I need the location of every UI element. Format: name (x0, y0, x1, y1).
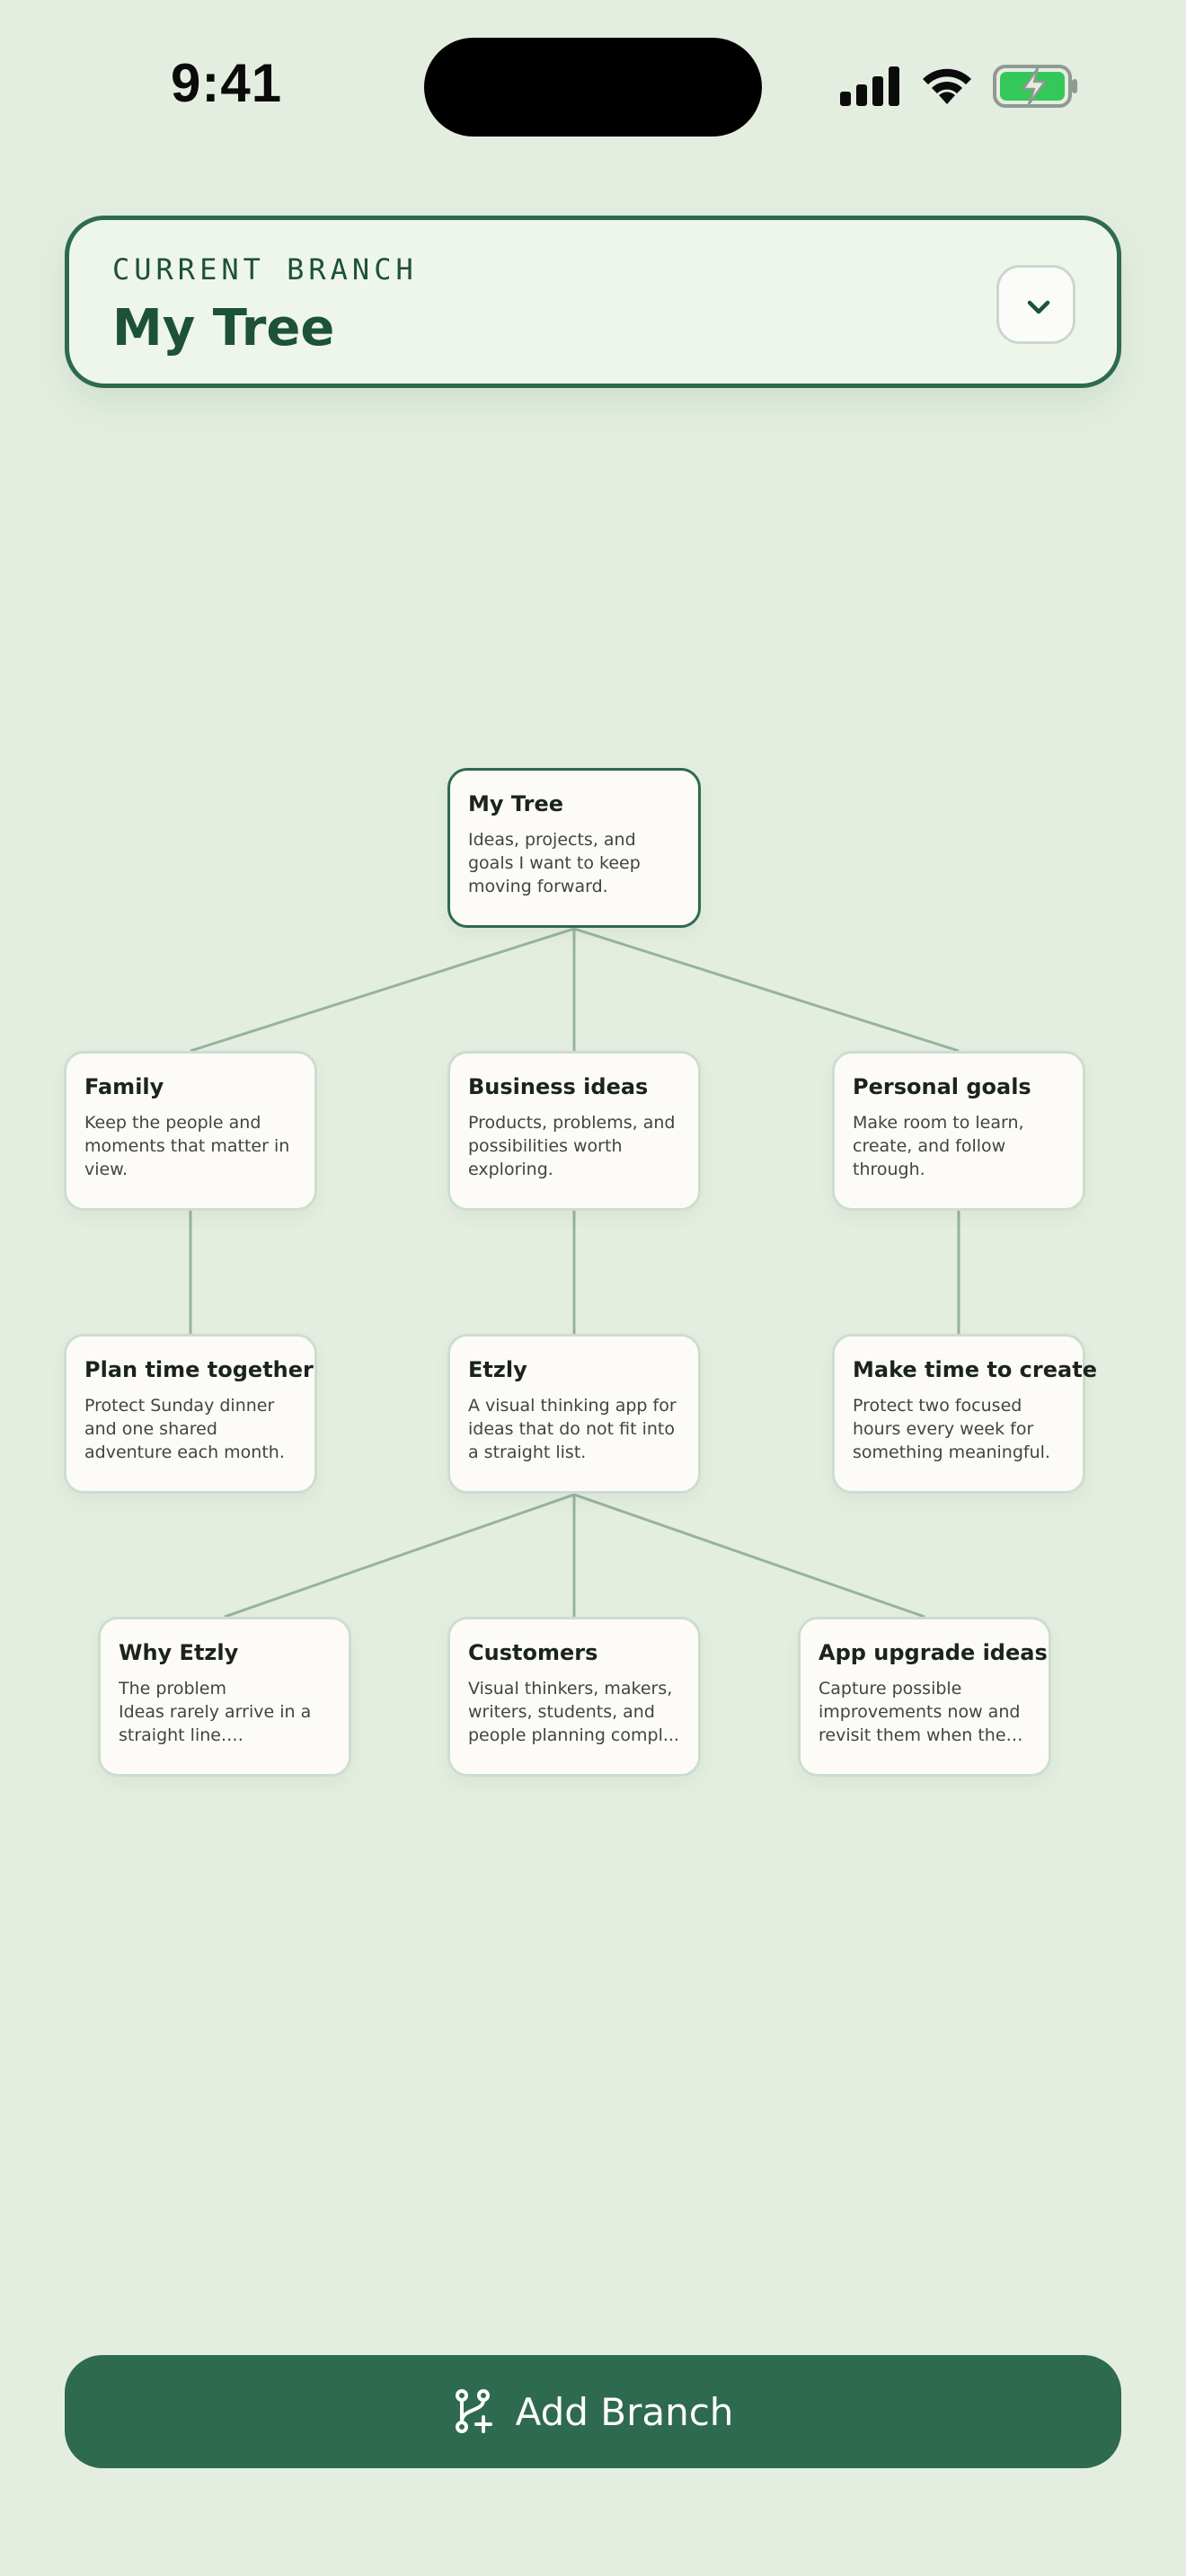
node-title: Etzly (468, 1357, 527, 1382)
tree-node-etzly[interactable]: Etzly A visual thinking app for ideas th… (447, 1334, 701, 1494)
node-description: Ideas, projects, and goals I want to kee… (468, 830, 641, 896)
tree-node-personal-goals[interactable]: Personal goals Make room to learn, creat… (832, 1051, 1085, 1211)
tree-node-my-tree[interactable]: My Tree Ideas, projects, and goals I wan… (447, 768, 701, 928)
chevron-down-icon (1027, 300, 1050, 314)
node-title: Make time to create (853, 1357, 1097, 1382)
branch-add-icon (455, 2389, 492, 2433)
node-title: Customers (468, 1640, 598, 1665)
node-title: Personal goals (853, 1074, 1031, 1099)
node-description: The problem Ideas rarely arrive in a str… (119, 1679, 312, 1745)
node-title: My Tree (468, 791, 564, 816)
node-title: Why Etzly (119, 1640, 239, 1665)
connector-root-family (190, 927, 575, 1053)
connector-etzly-why (224, 1493, 575, 1619)
node-title: App upgrade ideas (819, 1640, 1048, 1665)
add-branch-button[interactable]: Add Branch (65, 2355, 1121, 2468)
signal-icon (840, 66, 899, 106)
node-title: Plan time together (84, 1357, 314, 1382)
tree-node-plan-time-together[interactable]: Plan time together Protect Sunday dinner… (64, 1334, 317, 1494)
battery-charging-icon (993, 65, 1077, 108)
tree-node-app-upgrade-ideas[interactable]: App upgrade ideas Capture possible impro… (798, 1617, 1051, 1777)
node-description: Make room to learn, create, and follow t… (853, 1113, 1024, 1179)
node-description: Protect two focused hours every week for… (853, 1396, 1050, 1462)
wifi-icon (923, 68, 971, 104)
current-branch-title: My Tree (112, 299, 335, 357)
node-description: Protect Sunday dinner and one shared adv… (84, 1396, 285, 1462)
node-description: Keep the people and moments that matter … (84, 1113, 290, 1179)
tree-node-why-etzly[interactable]: Why Etzly The problem Ideas rarely arriv… (98, 1617, 351, 1777)
connector-root-personal (573, 927, 960, 1053)
node-description: Visual thinkers, makers, writers, studen… (468, 1679, 679, 1745)
node-title: Family (84, 1074, 164, 1099)
current-branch-card[interactable]: CURRENT BRANCH My Tree (65, 216, 1121, 388)
node-title: Business ideas (468, 1074, 649, 1099)
connector-etzly-upgrade (573, 1493, 925, 1619)
status-time: 9:41 (171, 53, 283, 113)
tree-node-business-ideas[interactable]: Business ideas Products, problems, and p… (447, 1051, 701, 1211)
status-icons (840, 63, 1083, 111)
dynamic-island (424, 38, 762, 137)
tree-node-customers[interactable]: Customers Visual thinkers, makers, write… (447, 1617, 701, 1777)
node-description: Capture possible improvements now and re… (819, 1679, 1021, 1745)
current-branch-label: CURRENT BRANCH (112, 252, 418, 287)
add-branch-label: Add Branch (515, 2389, 734, 2434)
node-description: Products, problems, and possibilities wo… (468, 1113, 676, 1179)
tree-node-make-time-to-create[interactable]: Make time to create Protect two focused … (832, 1334, 1097, 1494)
branch-dropdown-button[interactable] (996, 265, 1075, 344)
tree-node-family[interactable]: Family Keep the people and moments that … (64, 1051, 317, 1211)
node-description: A visual thinking app for ideas that do … (468, 1396, 677, 1462)
